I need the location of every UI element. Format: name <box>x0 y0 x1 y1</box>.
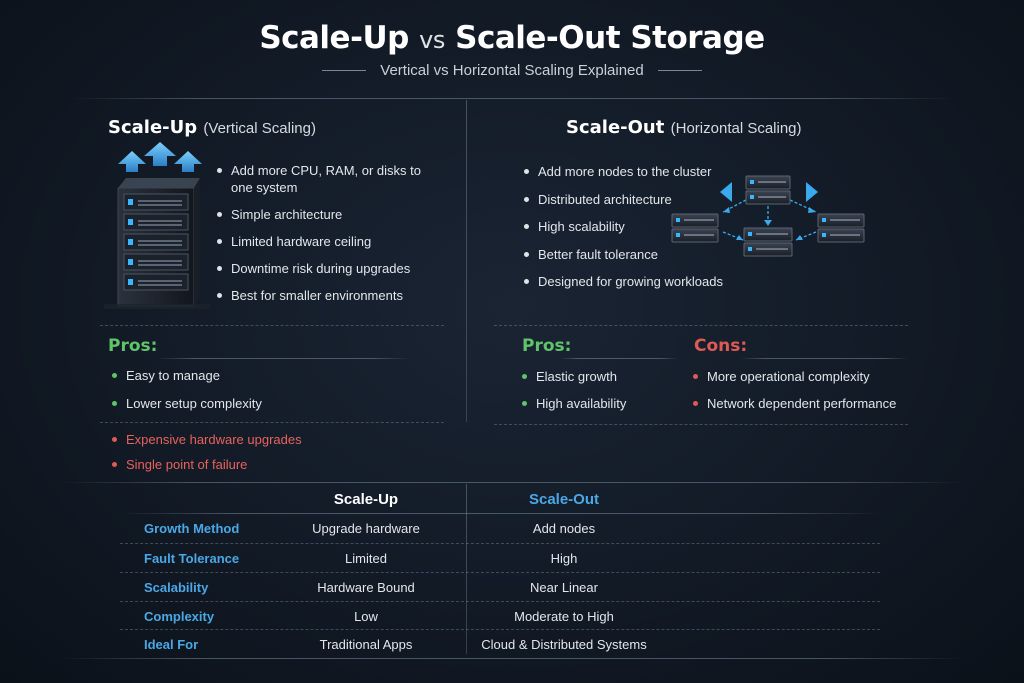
table-cell-scale-up: Hardware Bound <box>317 580 415 595</box>
con-item: Expensive hardware upgrades <box>112 431 412 456</box>
pro-item: High availability <box>522 395 682 422</box>
scale-up-section-divider <box>100 325 444 326</box>
con-item: More operational complexity <box>693 368 908 395</box>
table-top-rule <box>60 482 964 483</box>
subtitle-rule-left <box>322 70 367 71</box>
table-cell-scale-out: Near Linear <box>530 580 598 595</box>
con-item: Network dependent performance <box>693 395 908 422</box>
scale-up-pros-list: Easy to manage Lower setup complexity <box>112 367 412 423</box>
table-row-rule <box>120 572 880 573</box>
table-cell-scale-out: Cloud & Distributed Systems <box>481 637 647 652</box>
scale-out-cons-list: More operational complexity Network depe… <box>693 368 908 422</box>
table-cell-scale-up: Limited <box>345 551 387 566</box>
scale-up-pros-heading: Pros: <box>108 336 158 356</box>
pro-item: Elastic growth <box>522 368 682 395</box>
list-item: Simple architecture <box>217 206 427 233</box>
scale-out-heading-sub: (Horizontal Scaling) <box>670 120 802 137</box>
center-divider <box>466 100 467 422</box>
server-node-top <box>745 175 791 205</box>
table-header-rule <box>120 513 880 514</box>
scale-up-heading-sub: (Vertical Scaling) <box>203 120 316 137</box>
scale-out-cons-rule <box>740 358 908 359</box>
scale-out-pros-rule <box>560 358 678 359</box>
subtitle: Vertical vs Horizontal Scaling Explained <box>380 62 644 79</box>
scale-out-heading: Scale-Out (Horizontal Scaling) <box>566 117 802 138</box>
title-scale-up: Scale-Up <box>259 20 409 56</box>
table-row-rule <box>120 629 880 630</box>
table-row-label: Scalability <box>144 580 209 595</box>
table-cell-scale-up: Low <box>354 609 378 624</box>
subtitle-row: Vertical vs Horizontal Scaling Explained <box>0 62 1024 79</box>
scale-up-bullet-list: Add more CPU, RAM, or disks to one syste… <box>217 162 427 314</box>
table-row-rule <box>120 601 880 602</box>
list-item: High scalability <box>524 218 734 246</box>
scale-up-heading-main: Scale-Up <box>108 117 198 138</box>
list-item: Downtime risk during upgrades <box>217 260 427 287</box>
table-bottom-rule <box>60 658 964 659</box>
scale-out-pros-heading: Pros: <box>522 336 572 356</box>
list-item: Limited hardware ceiling <box>217 233 427 260</box>
scale-out-bullet-list: Add more nodes to the cluster Distribute… <box>524 163 734 301</box>
list-item: Best for smaller environments <box>217 287 427 314</box>
table-row-rule <box>120 543 880 544</box>
server-tower-icon <box>104 142 210 309</box>
table-cell-scale-out: Moderate to High <box>514 609 614 624</box>
scale-out-cons-heading: Cons: <box>694 336 748 356</box>
scale-out-section-divider <box>494 325 908 326</box>
table-header-scale-out: Scale-Out <box>528 491 600 508</box>
server-node-right <box>817 213 865 243</box>
scale-out-heading-main: Scale-Out <box>566 117 665 138</box>
pro-item: Lower setup complexity <box>112 395 412 423</box>
scale-up-heading: Scale-Up (Vertical Scaling) <box>108 117 316 138</box>
page-title: Scale-Up vs Scale-Out Storage <box>0 20 1024 56</box>
table-cell-scale-out: Add nodes <box>532 521 596 536</box>
table-center-divider <box>466 484 467 654</box>
scale-up-cons-list: Expensive hardware upgrades Single point… <box>112 431 412 481</box>
server-node-bottom <box>743 227 793 257</box>
table-row-label: Ideal For <box>144 637 199 652</box>
up-arrows-icon <box>118 142 202 172</box>
table-header-scale-up: Scale-Up <box>333 491 399 508</box>
header-divider <box>70 98 954 99</box>
table-row-label: Complexity <box>144 609 215 624</box>
list-item: Add more nodes to the cluster <box>524 163 734 191</box>
subtitle-rule-right <box>657 70 702 71</box>
list-item: Designed for growing workloads <box>524 273 734 301</box>
table-cell-scale-out: High <box>550 551 578 566</box>
pro-item: Easy to manage <box>112 367 412 395</box>
list-item: Distributed architecture <box>524 191 734 219</box>
title-vs: vs <box>419 26 445 54</box>
server-cluster-icon <box>671 175 865 257</box>
table-cell-scale-up: Upgrade hardware <box>312 521 420 536</box>
server-node-left <box>671 213 719 243</box>
scale-out-bottom-divider <box>494 424 908 425</box>
scale-up-pros-cons-divider <box>100 422 444 423</box>
list-item: Add more CPU, RAM, or disks to one syste… <box>217 162 427 206</box>
table-row-label: Fault Tolerance <box>144 551 240 566</box>
scale-up-pros-rule <box>156 358 410 359</box>
list-item: Better fault tolerance <box>524 246 734 274</box>
con-item: Single point of failure <box>112 456 412 481</box>
table-cell-scale-up: Traditional Apps <box>319 637 413 652</box>
scale-out-pros-list: Elastic growth High availability <box>522 368 682 422</box>
title-scale-out: Scale-Out Storage <box>455 20 765 56</box>
table-row-label: Growth Method <box>144 521 240 536</box>
